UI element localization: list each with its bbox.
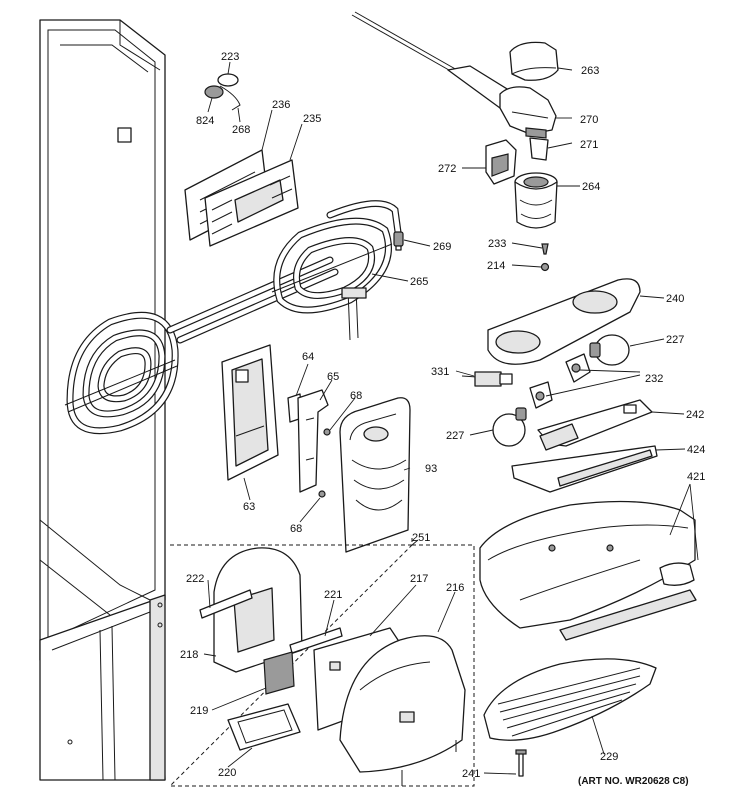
part-68-screws (318, 428, 331, 498)
callout-270: 270 (580, 114, 598, 126)
part-269-fitting (393, 231, 404, 251)
part-232-sockets (529, 353, 591, 409)
callout-222: 222 (186, 573, 204, 585)
part-219-block (263, 651, 295, 695)
callout-93: 93 (425, 463, 437, 475)
part-218-frame (213, 547, 303, 673)
part-223-824-268-clip (204, 73, 241, 111)
callout-269: 269 (433, 241, 451, 253)
leader-lines (203, 61, 699, 775)
part-221-strip (289, 627, 343, 654)
part-214-nut (540, 262, 550, 272)
part-421-light-housing (479, 500, 697, 641)
part-272-bracket (485, 139, 517, 185)
part-331-harness (461, 371, 513, 387)
callout-251: 251 (412, 532, 430, 544)
callout-68-upper: 68 (350, 390, 362, 402)
callout-272: 272 (438, 163, 456, 175)
water-tube-line (351, 11, 513, 109)
part-270-dispenser-housing (499, 86, 557, 139)
part-93-cover (339, 397, 411, 553)
callout-265: 265 (410, 276, 428, 288)
callout-220: 220 (218, 767, 236, 779)
part-63-frame (221, 344, 279, 481)
callout-271: 271 (580, 139, 598, 151)
callout-264: 264 (582, 181, 600, 193)
callout-240: 240 (666, 293, 684, 305)
part-241-screw (515, 749, 527, 777)
part-240-light-cover (487, 278, 641, 365)
part-265-coil (64, 200, 402, 435)
art-number: (ART NO. WR20628 C8) (578, 776, 689, 787)
callout-227-upper: 227 (666, 334, 684, 346)
part-264-water-filter (514, 172, 558, 229)
callout-64: 64 (302, 351, 314, 363)
part-263-cap (509, 41, 559, 81)
part-216-cover (339, 635, 466, 786)
callout-214: 214 (487, 260, 505, 272)
part-233-screw (541, 243, 549, 255)
callout-235: 235 (303, 113, 321, 125)
part-229-cover-grill (483, 658, 657, 741)
callout-242: 242 (686, 409, 704, 421)
callout-232: 232 (645, 373, 663, 385)
callout-68-lower: 68 (290, 523, 302, 535)
callout-labels: 223 824 268 236 235 263 270 271 272 264 … (180, 51, 705, 787)
part-242-bracket (537, 399, 653, 451)
part-235-bracket (204, 159, 299, 247)
callout-421: 421 (687, 471, 705, 483)
callout-268: 268 (232, 124, 250, 136)
callout-223: 223 (221, 51, 239, 63)
callout-236: 236 (272, 99, 290, 111)
refrigerator-cabinet (39, 19, 166, 781)
callout-227-lower: 227 (446, 430, 464, 442)
callout-424: 424 (687, 444, 705, 456)
callout-65: 65 (327, 371, 339, 383)
callout-331: 331 (431, 366, 449, 378)
callout-241: 241 (462, 768, 480, 780)
callout-219: 219 (190, 705, 208, 717)
part-65-bracket (297, 389, 329, 493)
callout-218: 218 (180, 649, 198, 661)
part-424-board (511, 445, 658, 493)
part-271-nozzle (529, 137, 549, 161)
part-222-strip (199, 589, 253, 619)
callout-221: 221 (324, 589, 342, 601)
callout-63: 63 (243, 501, 255, 513)
callout-263: 263 (581, 65, 599, 77)
callout-229: 229 (600, 751, 618, 763)
callout-233: 233 (488, 238, 506, 250)
part-220-gasket (227, 703, 301, 751)
part-227-bulb-upper (589, 334, 630, 366)
callout-824: 824 (196, 115, 214, 127)
part-227-bulb-lower (492, 407, 527, 447)
callout-216: 216 (446, 582, 464, 594)
callout-217: 217 (410, 573, 428, 585)
